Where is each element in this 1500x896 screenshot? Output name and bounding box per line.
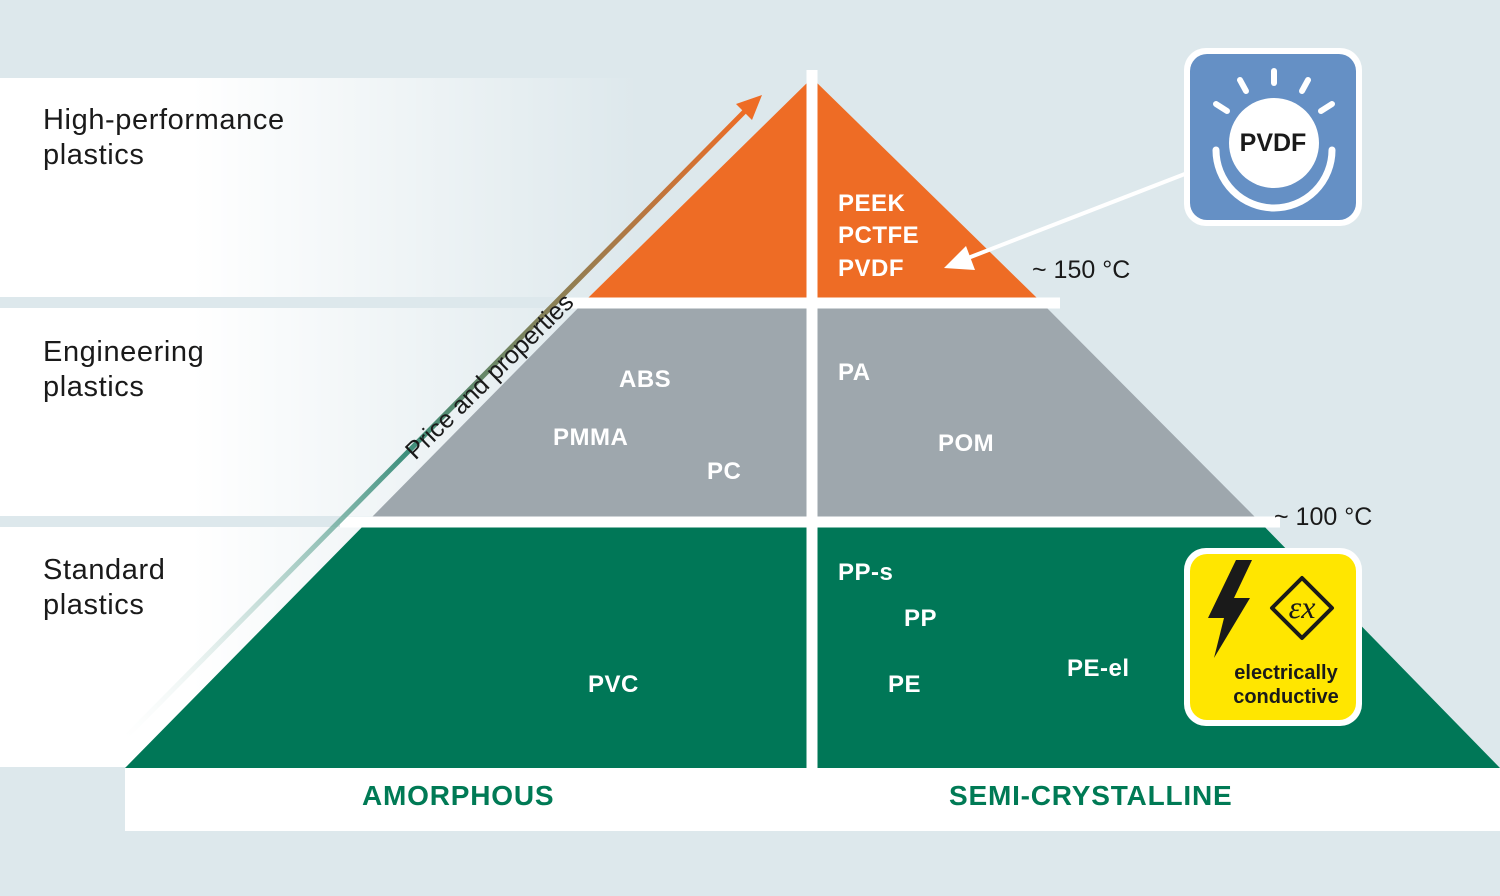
tier-label-standard: Standard plastics bbox=[43, 553, 383, 623]
sun-icon bbox=[1212, 68, 1336, 212]
temperature-150: ~ 150 °C bbox=[1032, 256, 1131, 284]
ex-lightning-icon: εx bbox=[1208, 560, 1334, 658]
svg-text:εx: εx bbox=[1289, 589, 1316, 625]
column-label-amorphous: AMORPHOUS bbox=[362, 780, 555, 811]
column-label-semi-crystalline: SEMI-CRYSTALLINE bbox=[949, 780, 1233, 811]
price-arrow-shaft bbox=[123, 106, 750, 740]
ex-badge: εx bbox=[1184, 548, 1362, 726]
tier-label-line1: Engineering bbox=[43, 336, 205, 368]
tier-label-line1: High-performance bbox=[43, 104, 285, 136]
material-abs: ABS bbox=[619, 366, 672, 393]
pvdf-badge: PVDF bbox=[1184, 48, 1362, 226]
material-pctfe: PCTFE bbox=[838, 222, 920, 249]
material-pom: POM bbox=[938, 430, 995, 457]
material-pp: PP bbox=[904, 605, 938, 632]
pvdf-pointer-line bbox=[967, 170, 1191, 260]
price-arrow-head bbox=[736, 95, 762, 120]
temperature-100: ~ 100 °C bbox=[1274, 503, 1373, 531]
material-pp-s: PP-s bbox=[838, 559, 894, 586]
pvdf-pointer-head bbox=[944, 246, 975, 270]
tier-label-high-performance: High-performance plastics bbox=[43, 103, 383, 173]
material-pvdf: PVDF bbox=[838, 255, 905, 282]
tier-label-line1: Standard bbox=[43, 554, 166, 586]
material-pe-el: PE-el bbox=[1067, 655, 1130, 682]
material-pe: PE bbox=[888, 671, 922, 698]
tier-label-engineering: Engineering plastics bbox=[43, 335, 383, 405]
pvdf-badge-text: PVDF bbox=[1239, 129, 1307, 157]
ex-badge-text-line1: electrically bbox=[1234, 662, 1338, 684]
band-high-performance bbox=[0, 78, 640, 297]
material-peek: PEEK bbox=[838, 190, 906, 217]
material-pmma: PMMA bbox=[553, 424, 629, 451]
material-pvc: PVC bbox=[588, 671, 639, 698]
tier-label-line2: plastics bbox=[43, 589, 145, 621]
tier-label-line2: plastics bbox=[43, 139, 145, 171]
column-footer bbox=[125, 768, 1500, 831]
tier-label-line2: plastics bbox=[43, 371, 145, 403]
material-pc: PC bbox=[707, 458, 742, 485]
material-pa: PA bbox=[838, 359, 871, 386]
ex-badge-text-line2: conductive bbox=[1233, 686, 1339, 708]
